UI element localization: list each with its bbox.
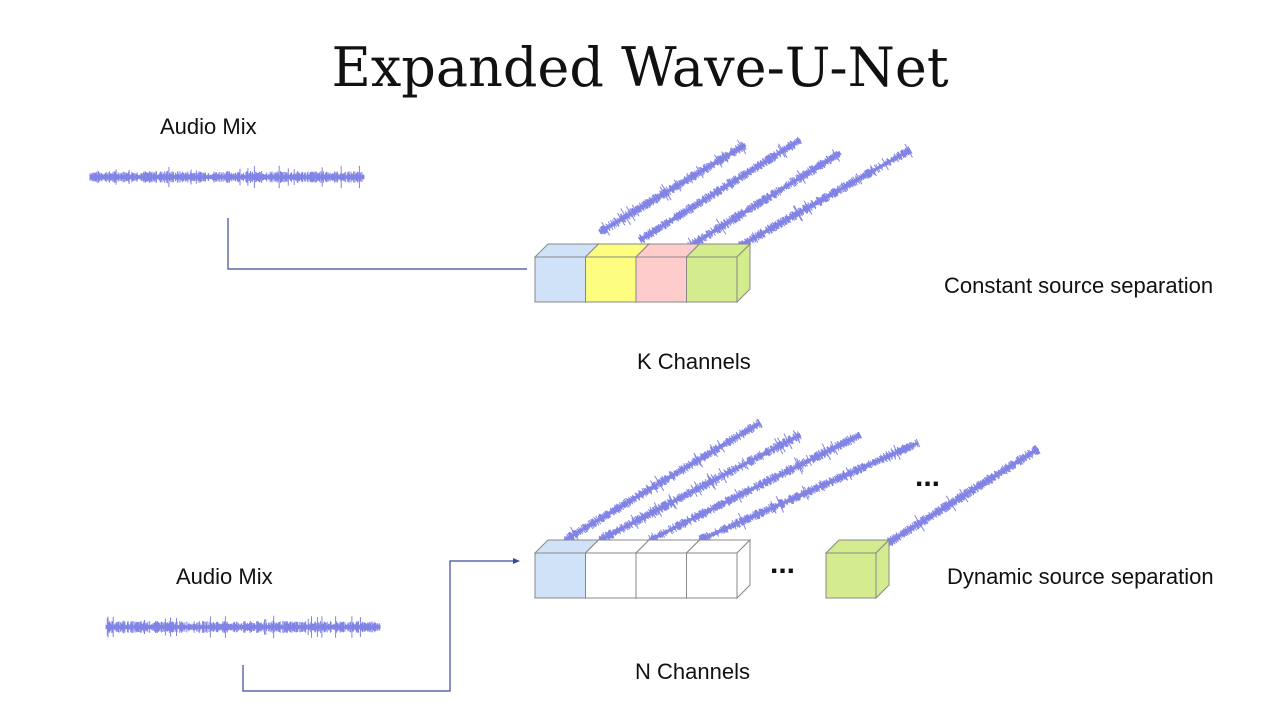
n-channels-label: N Channels xyxy=(635,659,750,684)
page-title: Expanded Wave-U-Net xyxy=(331,36,949,99)
upper-ellipsis: ... xyxy=(915,460,940,493)
top-channel-blocks xyxy=(533,242,752,304)
output-wave-bottom-5 xyxy=(875,444,1041,556)
output-wave-top-1 xyxy=(598,139,747,236)
bottom-audio-mix-waveform xyxy=(105,615,381,639)
dynamic-separation-label: Dynamic source separation xyxy=(947,564,1214,589)
output-wave-bottom-2 xyxy=(598,430,802,544)
channel-block-top-1 xyxy=(533,242,600,304)
audio-mix-wave-bottom xyxy=(105,615,381,639)
block-ellipsis: ... xyxy=(770,547,795,580)
output-wave-bottom-3 xyxy=(648,431,863,545)
output-wave-top-2 xyxy=(637,136,802,244)
bottom-audio-mix-label: Audio Mix xyxy=(176,564,273,589)
bottom-connector-line xyxy=(242,560,518,692)
k-channels-label: K Channels xyxy=(637,349,751,374)
bottom-channel-blocks xyxy=(533,538,891,600)
top-connector-line xyxy=(227,218,527,270)
channel-block-bottom-last xyxy=(824,538,891,600)
top-audio-mix-label: Audio Mix xyxy=(160,114,257,139)
channel-block-top-4 xyxy=(685,242,752,304)
channel-block-bottom-4 xyxy=(685,538,752,600)
bottom-connector-arrowhead xyxy=(513,558,520,564)
top-output-waveforms xyxy=(598,136,913,252)
audio-mix-wave-top xyxy=(89,165,365,189)
bottom-output-waveforms xyxy=(563,418,1041,556)
output-wave-bottom-4 xyxy=(698,438,921,545)
top-audio-mix-waveform xyxy=(89,165,365,189)
constant-separation-label: Constant source separation xyxy=(944,273,1214,298)
